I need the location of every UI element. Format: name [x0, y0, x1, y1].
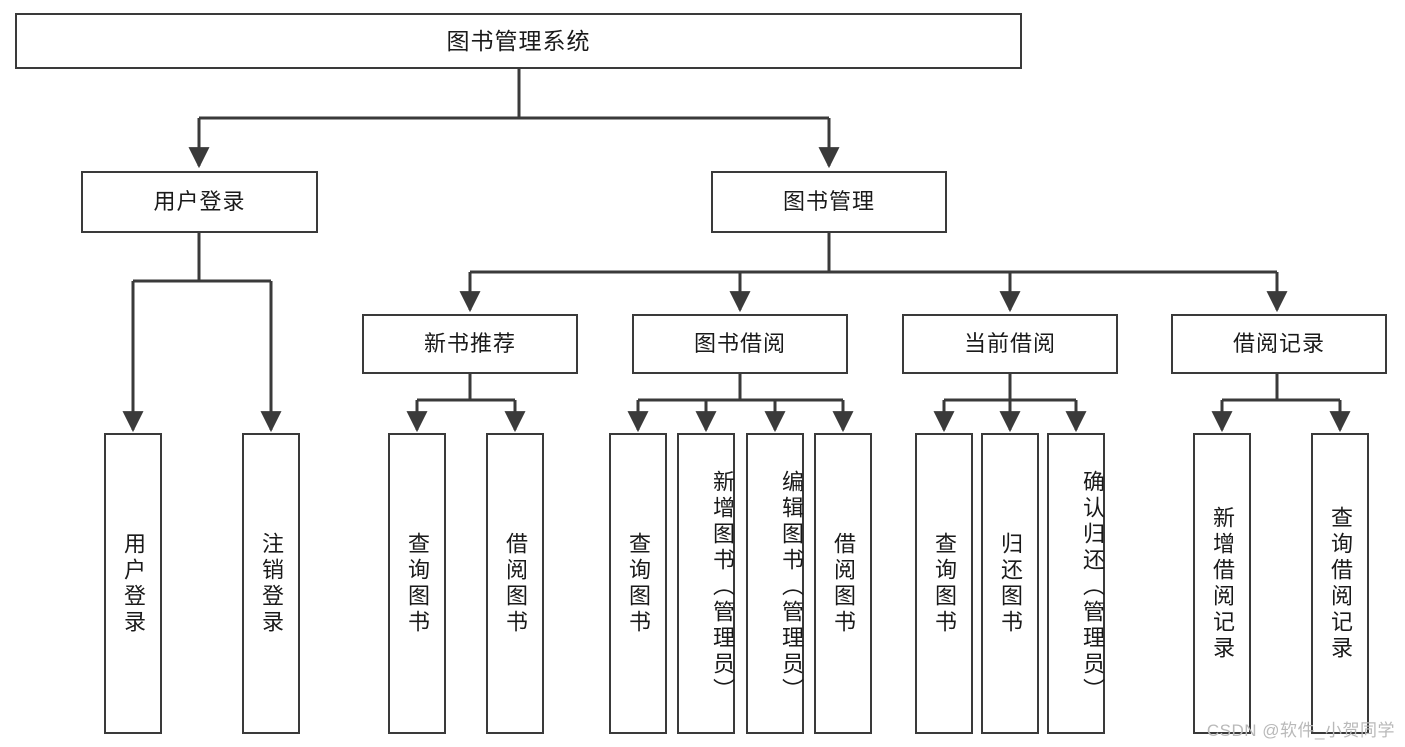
leaf-query-borrow-record[interactable]: 查询借阅记录: [1311, 433, 1369, 734]
node-label: 确认归还（管理员）: [1080, 469, 1105, 704]
leaf-query-book-current[interactable]: 查询图书: [915, 433, 973, 734]
leaf-logout[interactable]: 注销登录: [242, 433, 300, 734]
node-book-borrow[interactable]: 图书借阅: [632, 314, 848, 374]
node-borrow-record[interactable]: 借阅记录: [1171, 314, 1387, 374]
node-label: 查询图书: [405, 531, 430, 636]
node-label: 图书借阅: [693, 331, 786, 356]
leaf-return-book[interactable]: 归还图书: [981, 433, 1039, 734]
node-label: 查询借阅记录: [1328, 505, 1353, 662]
leaf-query-book-recommend[interactable]: 查询图书: [388, 433, 446, 734]
node-label: 注销登录: [259, 531, 284, 636]
node-current-borrow[interactable]: 当前借阅: [902, 314, 1118, 374]
leaf-add-book-admin[interactable]: 新增图书（管理员）: [677, 433, 735, 734]
node-label: 新书推荐: [423, 331, 516, 356]
node-label: 新增借阅记录: [1210, 505, 1235, 662]
leaf-add-borrow-record[interactable]: 新增借阅记录: [1193, 433, 1251, 734]
node-label: 查询图书: [932, 531, 957, 636]
node-user-login[interactable]: 用户登录: [81, 171, 318, 233]
node-root-book-management-system[interactable]: 图书管理系统: [15, 13, 1022, 69]
node-new-book-recommend[interactable]: 新书推荐: [362, 314, 578, 374]
node-book-manage[interactable]: 图书管理: [711, 171, 947, 233]
node-label: 图书管理: [782, 189, 875, 214]
node-label: 用户登录: [153, 189, 246, 214]
node-label: 查询图书: [626, 531, 651, 636]
leaf-confirm-return-admin[interactable]: 确认归还（管理员）: [1047, 433, 1105, 734]
node-label: 借阅图书: [503, 531, 528, 636]
node-label: 编辑图书（管理员）: [779, 469, 804, 704]
node-label: 当前借阅: [963, 331, 1056, 356]
leaf-query-book-borrow[interactable]: 查询图书: [609, 433, 667, 734]
leaf-borrow-book-borrow[interactable]: 借阅图书: [814, 433, 872, 734]
node-label: 借阅记录: [1232, 331, 1325, 356]
node-label: 归还图书: [998, 531, 1023, 636]
csdn-watermark: CSDN @软件_小贺同学: [1206, 721, 1395, 740]
leaf-edit-book-admin[interactable]: 编辑图书（管理员）: [746, 433, 804, 734]
node-label: 用户登录: [121, 531, 146, 636]
node-label: 图书管理系统: [446, 27, 591, 54]
leaf-user-login[interactable]: 用户登录: [104, 433, 162, 734]
node-label: 借阅图书: [831, 531, 856, 636]
leaf-borrow-book-recommend[interactable]: 借阅图书: [486, 433, 544, 734]
node-label: 新增图书（管理员）: [710, 469, 735, 704]
